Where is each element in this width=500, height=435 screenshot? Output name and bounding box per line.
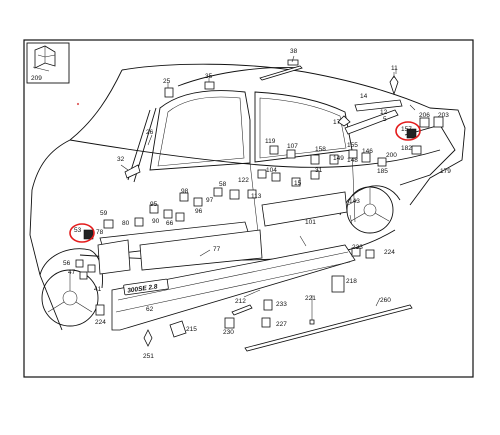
part-label: 148	[347, 157, 358, 164]
part-label: 62	[146, 306, 154, 313]
part-label: 96	[195, 208, 203, 215]
part-label: 155	[347, 142, 358, 149]
part-label: 119	[265, 138, 276, 145]
part-label: 107	[287, 143, 298, 150]
highlight-ring-157	[395, 121, 421, 141]
part-label: 77	[213, 246, 221, 253]
badge-text: 300SE 2.8	[127, 283, 158, 294]
part-label: 98	[181, 188, 189, 195]
rocker-panel: 300SE 2.8	[111, 244, 356, 331]
part-label: 26	[146, 129, 154, 136]
part-label: 233	[352, 244, 363, 251]
part-label: 58	[219, 181, 227, 188]
part-label: 218	[346, 278, 357, 285]
part-label: 260	[380, 297, 391, 304]
part-label: 47	[68, 269, 76, 276]
leader-lines	[120, 55, 395, 307]
part-label: 59	[100, 210, 108, 217]
part-labels: 38 25 35 26 11 14 32 17 12 206 203 5 157…	[63, 48, 451, 360]
part-label: 97	[206, 197, 214, 204]
part-label: 38	[290, 48, 298, 55]
part-label: 11	[391, 65, 398, 72]
part-label: 157	[401, 126, 412, 133]
part-label: 101	[305, 219, 316, 226]
part-label: 31	[315, 167, 323, 174]
part-label: 215	[186, 326, 197, 333]
front-trim	[124, 164, 141, 179]
part-label: 95	[150, 201, 158, 208]
roof-molding	[259, 65, 303, 81]
part-label: 53	[74, 227, 82, 234]
part-label: 122	[238, 177, 249, 184]
strip-260	[244, 304, 413, 352]
part-label: 143	[349, 198, 360, 205]
door-moldings	[97, 191, 348, 275]
part-label: 182	[401, 145, 412, 152]
part-label: 233	[276, 301, 287, 308]
marker-dot	[76, 102, 80, 106]
part-label: 179	[440, 168, 451, 175]
part-label: 12	[380, 109, 388, 116]
part-label: 78	[96, 229, 104, 236]
inset-label: 209	[31, 75, 42, 82]
rear-roof-trim	[354, 99, 403, 112]
rear-window-trim	[344, 109, 399, 135]
fasteners	[75, 59, 444, 347]
part-label: 149	[333, 155, 344, 162]
part-label: 185	[377, 168, 388, 175]
car-body	[29, 63, 466, 331]
part-label: 32	[117, 156, 125, 163]
part-label: 203	[438, 112, 449, 119]
part-label: 227	[276, 321, 287, 328]
part-label: 56	[63, 260, 71, 267]
part-label: 224	[384, 249, 395, 256]
part-label: 17	[333, 119, 341, 126]
part-label: 206	[419, 112, 430, 119]
part-label: 104	[266, 167, 277, 174]
part-label: 90	[152, 218, 160, 225]
diagram-frame	[23, 39, 474, 378]
highlight-ring-53	[69, 223, 95, 243]
part-label: 14	[360, 93, 368, 100]
part-label: 41	[94, 286, 102, 293]
part-label: 251	[143, 353, 154, 360]
part-label: 66	[166, 220, 174, 227]
part-label: 113	[251, 193, 262, 200]
part-label: 212	[235, 298, 246, 305]
part-label: 200	[386, 152, 397, 159]
part-label: 25	[163, 78, 171, 85]
front-wheel	[41, 269, 99, 327]
part-label: 5	[383, 116, 387, 123]
part-label: 35	[205, 73, 213, 80]
part-label: 221	[305, 295, 316, 302]
part-label: 80	[122, 220, 130, 227]
part-label: 230	[223, 329, 234, 336]
part-label: 224	[95, 319, 106, 326]
part-label: 15	[294, 180, 302, 187]
part-label: 158	[315, 146, 326, 153]
strip-fragment	[231, 304, 253, 316]
part-label: 146	[362, 148, 373, 155]
rear-wheel	[346, 186, 394, 234]
inset-icon: 209	[26, 42, 70, 84]
